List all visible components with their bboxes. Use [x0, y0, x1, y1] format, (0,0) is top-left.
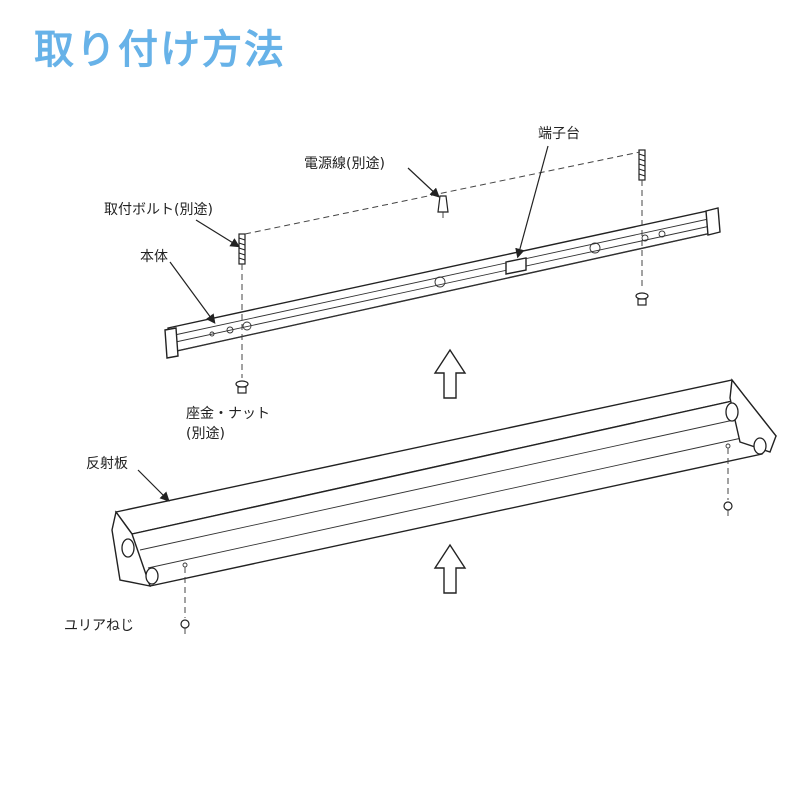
label-washer-nut-1: 座金・ナット: [186, 406, 270, 422]
label-power-cable: 電源線(別途): [304, 155, 385, 172]
mounting-bolt-left: [238, 233, 246, 265]
mounting-bolt-right: [638, 149, 646, 181]
label-body: 本体: [140, 249, 168, 265]
urea-screw-left: [180, 619, 190, 634]
page-title: 取り付け方法: [34, 27, 286, 73]
urea-screw-right: [723, 501, 733, 516]
reflector-plate: [111, 378, 777, 587]
power-cable-connector: [437, 195, 449, 218]
arrow-up-icon: [433, 348, 467, 399]
washer-nut-right: [635, 292, 649, 306]
fixture-body: [164, 207, 721, 359]
arrow-up-icon: [433, 543, 467, 594]
terminal-block: [505, 257, 527, 275]
label-urea-screw: ユリアねじ: [64, 618, 134, 634]
label-reflector: 反射板: [86, 456, 128, 472]
label-mounting-bolt: 取付ボルト(別途): [104, 201, 213, 218]
label-washer-nut-2: (別途): [186, 425, 225, 442]
label-terminal-block: 端子台: [538, 126, 580, 142]
washer-nut-left: [235, 380, 249, 394]
